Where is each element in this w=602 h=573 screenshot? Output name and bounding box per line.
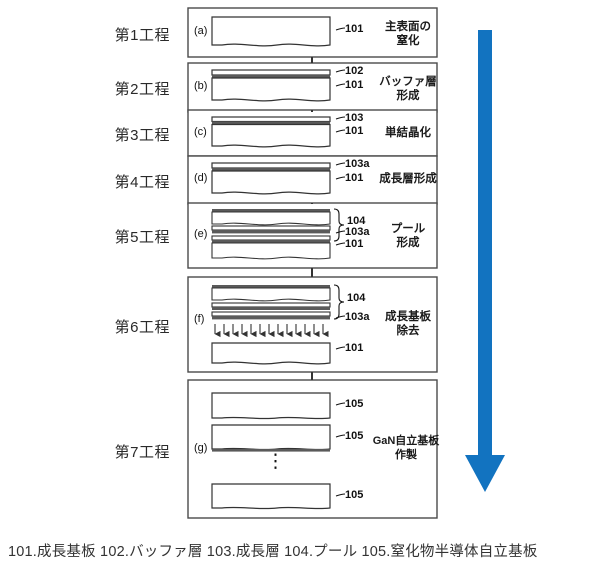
vertical-ellipsis: ⋮ [266, 451, 285, 472]
step-label-1: 第1工程 [114, 27, 170, 44]
numeral-c-103: 103 [345, 112, 364, 124]
sublabel-f: (f) [194, 313, 205, 325]
process-label-c-line1: 単結晶化 [385, 127, 431, 139]
sublabel-d: (d) [194, 172, 208, 184]
numeral-a-101: 101 [345, 23, 364, 35]
process-label-g-line1: GaN自立基板 [372, 435, 440, 447]
process-label-b-line1: バッファ層 [379, 76, 437, 88]
cross-section-d [211, 162, 346, 195]
process-label-d-line1: 成長層形成 [379, 173, 437, 185]
numeral-f-104: 104 [347, 292, 366, 304]
process-label-e-line2: 形成 [396, 237, 420, 250]
process-label-a-line1: 主表面の [385, 21, 431, 33]
numeral-d-101: 101 [345, 172, 364, 184]
numeral-g-105-2: 105 [345, 430, 364, 442]
process-flow-arrow [465, 30, 505, 492]
cross-section-g [211, 392, 346, 510]
step-label-3: 第3工程 [114, 127, 170, 144]
process-label-d: 成長層形成 [368, 172, 448, 186]
numeral-b-102: 102 [345, 65, 364, 77]
sublabel-b: (b) [194, 80, 208, 92]
numeral-d-103a: 103a [345, 158, 370, 170]
numeral-e-104: 104 [347, 215, 366, 227]
step-label-5: 第5工程 [114, 229, 170, 246]
step-label-4: 第4工程 [114, 174, 170, 191]
sublabel-a: (a) [194, 25, 208, 37]
process-label-f-line2: 除去 [396, 325, 420, 338]
process-label-e: プール 形成 [372, 222, 444, 251]
figure-caption: 101.成長基板 102.バッファ層 103.成長層 104.プール 105.窒… [8, 544, 538, 560]
numeral-g-105-3: 105 [345, 489, 364, 501]
cross-section-c [211, 116, 346, 148]
cross-section-b [211, 69, 346, 102]
sublabel-e: (e) [194, 228, 208, 240]
process-label-g-line2: 作製 [395, 448, 417, 461]
numeral-e-101: 101 [345, 238, 364, 250]
process-label-g: GaN自立基板 作製 [366, 435, 446, 463]
sublabel-c: (c) [194, 126, 207, 138]
step-label-6: 第6工程 [114, 319, 170, 336]
process-label-f-line1: 成長基板 [385, 311, 431, 323]
numeral-b-101: 101 [345, 79, 364, 91]
step-label-2: 第2工程 [114, 81, 170, 98]
process-label-f: 成長基板 除去 [372, 310, 444, 339]
step-label-7: 第7工程 [114, 444, 170, 461]
numeral-f-103a: 103a [345, 311, 370, 323]
process-label-e-line1: プール [390, 223, 426, 235]
process-label-b-line2: 形成 [396, 90, 420, 103]
numeral-g-105-1: 105 [345, 398, 364, 410]
cross-section-f [211, 284, 346, 365]
numeral-f-101: 101 [345, 342, 364, 354]
cross-section-e [211, 208, 346, 260]
cross-section-a [211, 16, 346, 47]
process-label-a-line2: 窒化 [396, 35, 420, 48]
removal-arrows [214, 324, 329, 338]
numeral-e-103a: 103a [345, 226, 370, 238]
process-label-b: バッファ層 形成 [372, 75, 444, 104]
sublabel-g: (g) [194, 442, 208, 454]
process-label-c: 単結晶化 [372, 126, 444, 140]
numeral-c-101: 101 [345, 125, 364, 137]
process-label-a: 主表面の 窒化 [372, 20, 444, 49]
